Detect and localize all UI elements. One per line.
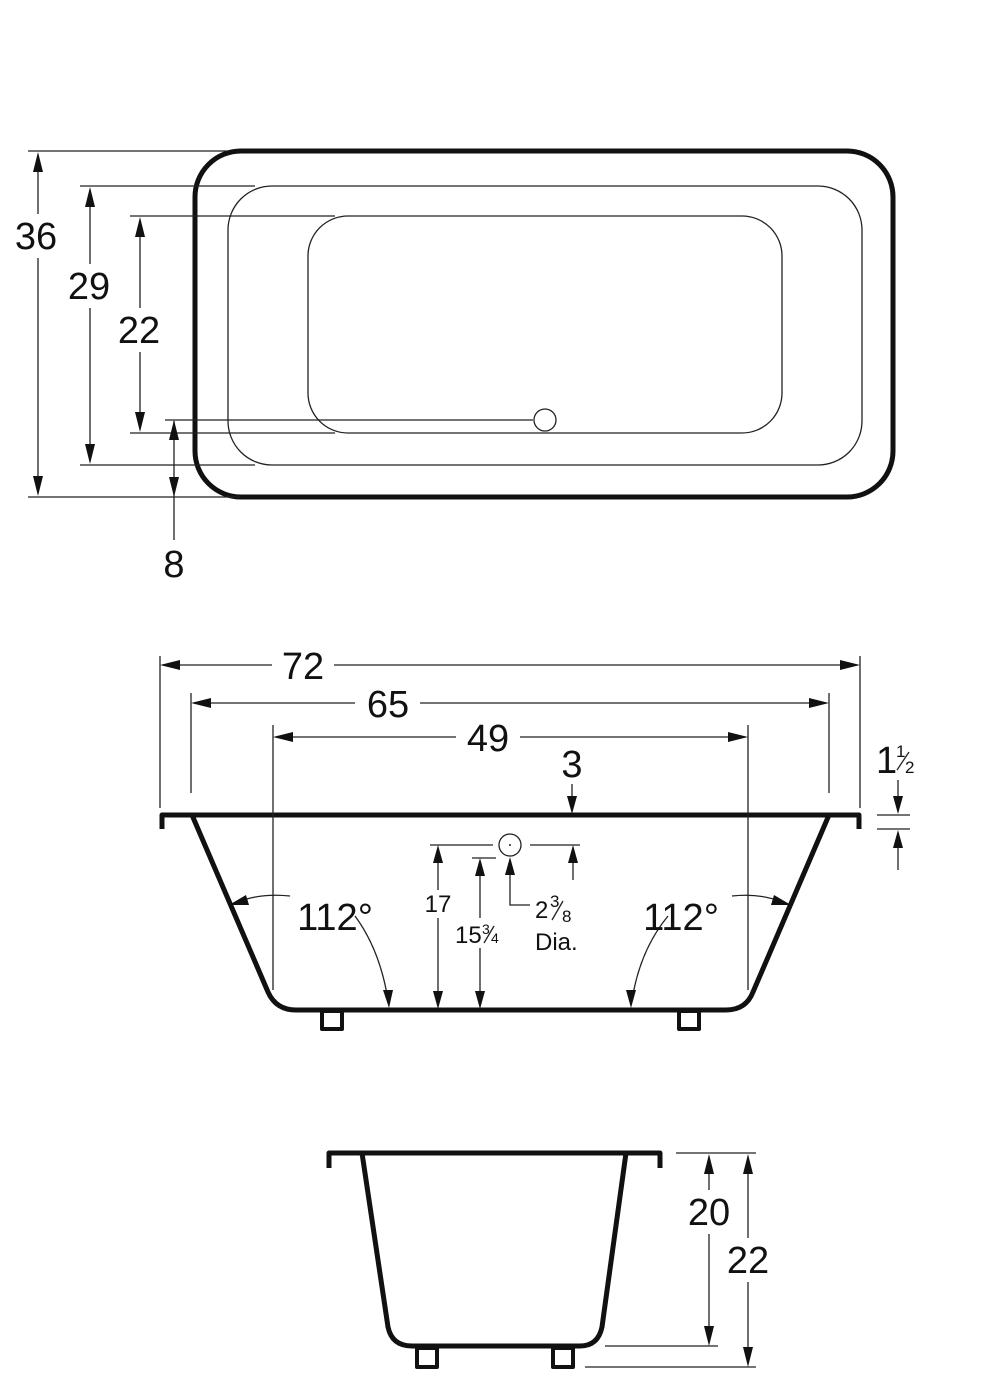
plan-dim-29-arrow-top <box>85 187 95 207</box>
side-dim-17-arrow-bottom <box>433 991 443 1009</box>
side-overflow-hole <box>498 833 522 857</box>
side-length-49-label: 49 <box>467 718 509 760</box>
side-dim-49-arrow-right <box>728 732 748 742</box>
plan-dim-22-arrow-top <box>135 217 145 237</box>
end-tub-outline <box>326 1150 663 1349</box>
side-overflow-dia-fraction-bar <box>551 900 564 921</box>
side-overflow-center-whole-label: 15 <box>455 922 482 949</box>
side-overflow-dia-num-label: 3 <box>550 892 559 911</box>
side-foot-right <box>677 1009 701 1031</box>
plan-dim-36-arrow-bottom <box>33 476 43 496</box>
side-rim-3-label: 3 <box>561 744 582 786</box>
side-flange-arrow-top <box>893 796 903 814</box>
side-flange-arrow-bottom <box>893 830 903 848</box>
side-view: 72 65 49 3 1 1 2 112° <box>159 646 914 1031</box>
side-overflow-17-label: 17 <box>425 891 452 918</box>
side-angle-left-arrow-wall <box>229 895 249 905</box>
plan-width-29-label: 29 <box>68 266 110 308</box>
side-dim-65-arrow-left <box>191 698 211 708</box>
plan-width-22-label: 22 <box>118 310 160 352</box>
side-overflow-dia-den-label: 8 <box>562 907 571 926</box>
side-flange-whole-label: 1 <box>876 740 897 782</box>
plan-dim-29-arrow-bottom <box>85 444 95 464</box>
end-height-22-label: 22 <box>727 1240 769 1282</box>
side-angle-left-arrow-floor <box>383 990 393 1008</box>
side-length-65-label: 65 <box>367 684 409 726</box>
plan-outer-outline <box>192 148 896 500</box>
side-overflow-center-fraction-bar <box>483 925 495 944</box>
side-flange-num-label: 1 <box>896 742 905 761</box>
end-foot-left <box>415 1346 439 1369</box>
end-dim-22-arrow-top <box>743 1154 753 1174</box>
side-overflow-dia-arrow <box>505 857 515 875</box>
end-dim-20-arrow-top <box>704 1154 714 1174</box>
plan-basin-outline <box>307 215 783 434</box>
end-dim-20-arrow-bottom <box>704 1326 714 1346</box>
plan-drain-offset-8-label: 8 <box>163 544 184 586</box>
plan-drain-hole <box>533 408 557 432</box>
side-overflow-center <box>509 844 511 846</box>
side-rim-3-arrow <box>567 796 577 814</box>
side-flange-den-label: 2 <box>905 758 914 777</box>
side-angle-left-label: 112° <box>297 897 373 939</box>
side-foot-left <box>320 1009 344 1031</box>
side-length-72-label: 72 <box>282 646 324 688</box>
side-overflow-dia-whole-label: 2 <box>535 897 548 924</box>
side-dim-1534-arrow-bottom <box>475 991 485 1009</box>
side-overflow-center-den-label: 4 <box>491 930 499 946</box>
plan-dim-22-arrow-bottom <box>135 412 145 432</box>
side-dim-72-arrow-left <box>160 660 180 670</box>
side-dim-65-arrow-right <box>809 698 829 708</box>
side-angle-right-label: 112° <box>643 897 719 939</box>
side-dim-49-arrow-left <box>273 732 293 742</box>
plan-width-36-label: 36 <box>15 216 57 258</box>
side-angle-right-arrow-floor <box>626 990 636 1008</box>
side-dim-1534-arrow-top <box>475 858 485 876</box>
side-tub-outline <box>159 812 862 1013</box>
side-overflow-dia-suffix-label: Dia. <box>535 929 578 956</box>
plan-dim-8-arrow-drain <box>169 420 179 440</box>
end-foot-right <box>551 1346 575 1369</box>
side-overflow-dia-leader <box>509 865 530 906</box>
plan-dim-36-arrow-top <box>33 152 43 172</box>
plan-rim-inner-outline <box>227 185 863 466</box>
side-flange-fraction-bar <box>896 751 910 771</box>
side-overflow-right-arrow <box>568 845 578 863</box>
end-view: 20 22 <box>326 1150 776 1369</box>
end-depth-20-label: 20 <box>688 1192 730 1234</box>
side-overflow-center-num-label: 3 <box>482 921 490 937</box>
side-dim-17-arrow-top <box>433 845 443 863</box>
plan-view: 36 29 22 8 <box>10 148 896 586</box>
side-dim-72-arrow-right <box>840 660 860 670</box>
plan-dim-8-arrow-rim <box>169 477 179 497</box>
side-angle-right-arrow-wall <box>771 895 791 905</box>
end-dim-22-arrow-bottom <box>743 1347 753 1367</box>
